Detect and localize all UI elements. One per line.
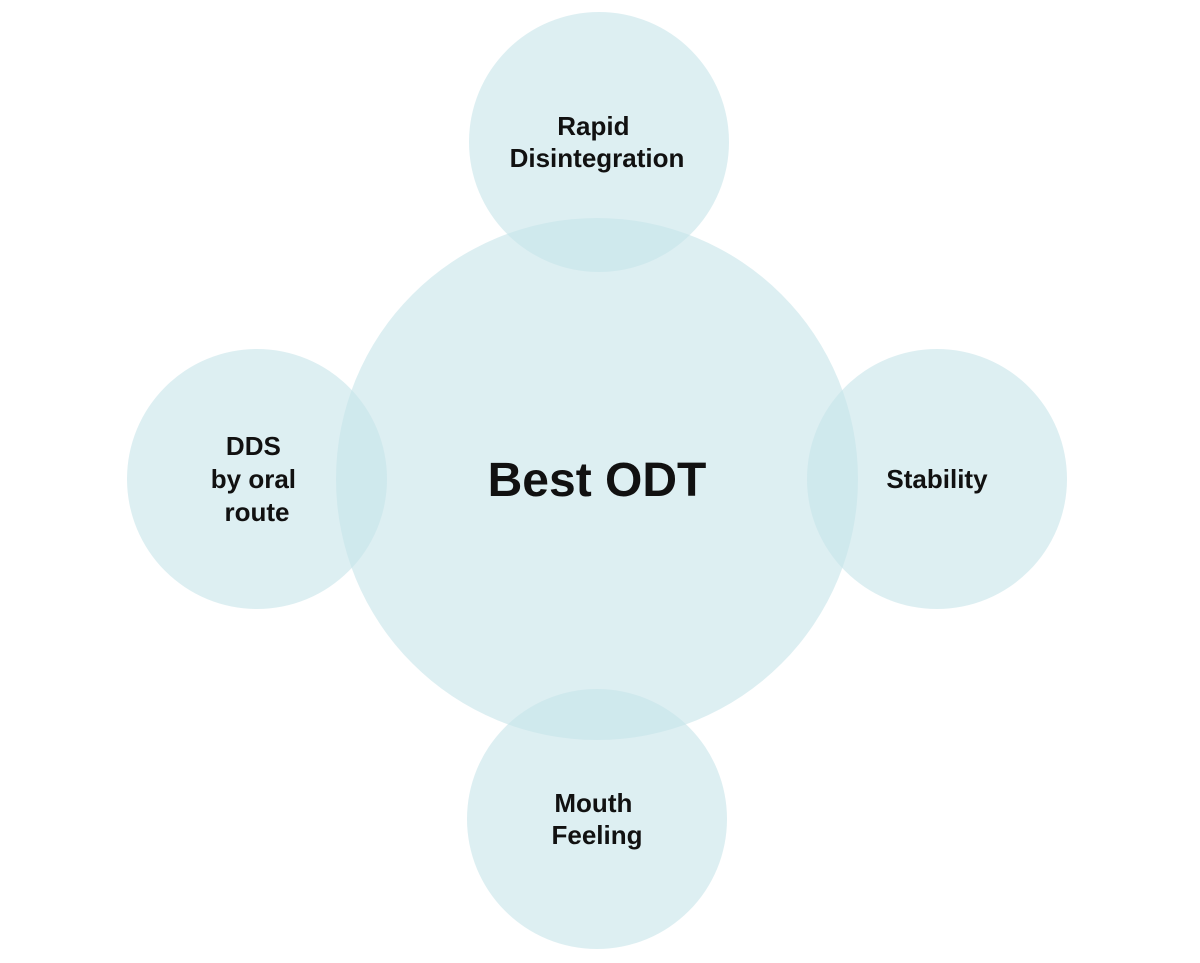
bottom-circle [467, 689, 727, 949]
right-label-line: Stability [886, 464, 988, 494]
left-circle [127, 349, 387, 609]
center-label-line: Best ODT [488, 454, 707, 507]
center-circle [336, 218, 858, 740]
left-label-line: by oral [211, 464, 296, 494]
left-label-line: route [225, 497, 290, 527]
top-circle [469, 12, 729, 272]
bottom-label: Mouth Feeling [551, 788, 642, 850]
right-label: Stability [886, 464, 988, 494]
bottom-label-line: Feeling [551, 820, 642, 850]
left-label: DDS by oral route [211, 431, 303, 527]
center-label: Best ODT [488, 454, 707, 507]
bottom-label-line: Mouth [554, 788, 632, 818]
right-circle [807, 349, 1067, 609]
top-label: Rapid Disintegration [510, 111, 685, 173]
top-label-line: Rapid [557, 111, 629, 141]
left-label-line: DDS [226, 431, 281, 461]
top-label-line: Disintegration [510, 143, 685, 173]
